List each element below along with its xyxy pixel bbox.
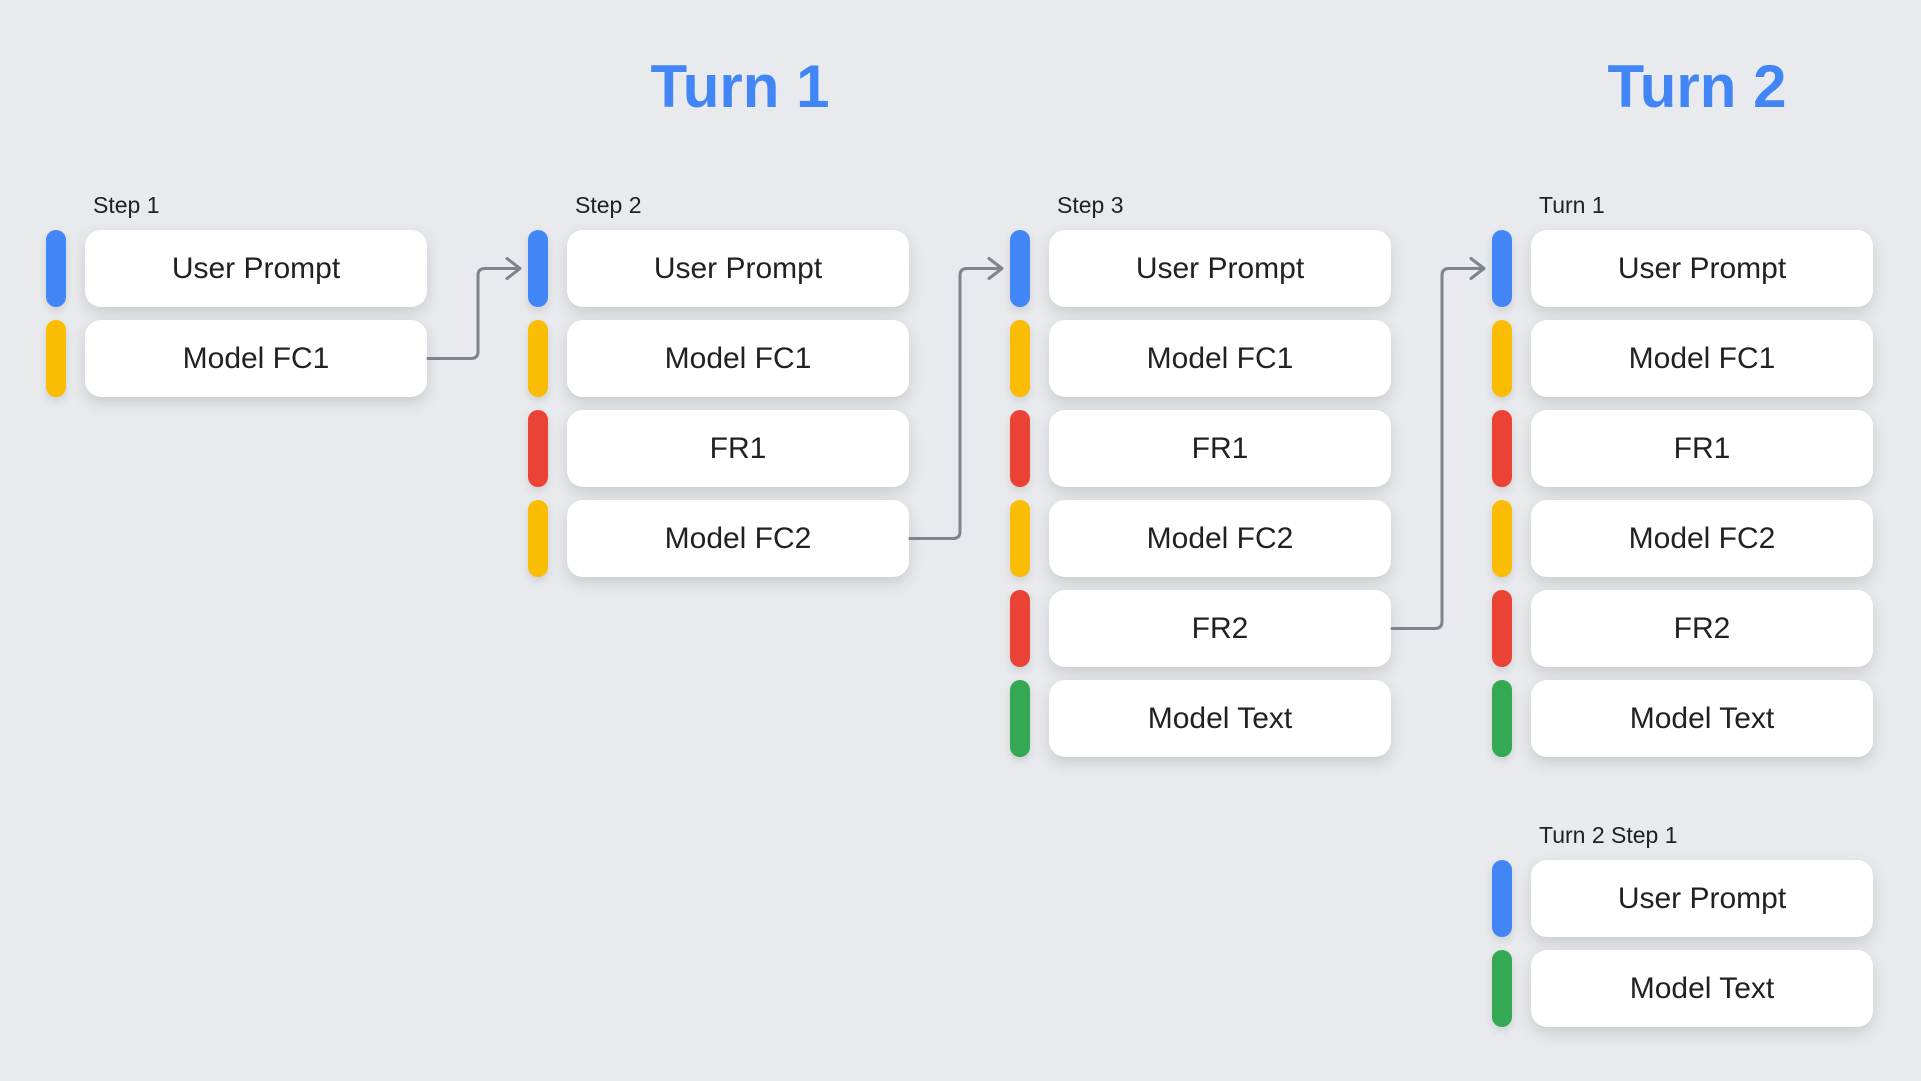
card-box: Model FC2 — [1049, 500, 1391, 577]
card-user-prompt: User Prompt — [46, 230, 427, 307]
card-model-fc1: Model FC1 — [1010, 320, 1391, 397]
card-fr2: FR2 — [1010, 590, 1391, 667]
card-label: Model FC2 — [1628, 521, 1776, 555]
blue-role-bar — [1010, 230, 1030, 307]
card-label: Model FC1 — [1146, 341, 1294, 375]
card-box: User Prompt — [567, 230, 909, 307]
yellow-role-bar — [1492, 320, 1512, 397]
column-label: Step 2 — [575, 192, 642, 218]
card-model-fc1: Model FC1 — [46, 320, 427, 397]
card-box: Model Text — [1531, 950, 1873, 1027]
yellow-role-bar — [1492, 500, 1512, 577]
card-label: User Prompt — [1617, 881, 1787, 915]
yellow-role-bar — [1010, 500, 1030, 577]
blue-role-bar — [1492, 860, 1512, 937]
card-model-fc2: Model FC2 — [1492, 500, 1873, 577]
card-user-prompt: User Prompt — [1010, 230, 1391, 307]
card-box: User Prompt — [85, 230, 427, 307]
card-label: FR2 — [1673, 611, 1731, 645]
red-role-bar — [1010, 410, 1030, 487]
connector-elbow-1 — [908, 267, 1000, 540]
card-model-text: Model Text — [1492, 680, 1873, 757]
card-fr2: FR2 — [1492, 590, 1873, 667]
card-label: User Prompt — [1617, 251, 1787, 285]
card-box: Model FC1 — [1531, 320, 1873, 397]
column-label: Turn 2 Step 1 — [1539, 822, 1678, 848]
card-user-prompt: User Prompt — [1492, 230, 1873, 307]
card-box: User Prompt — [1531, 860, 1873, 937]
arrowhead-icon — [987, 257, 1004, 280]
turn-1-heading: Turn 1 — [650, 53, 830, 120]
column-label: Step 3 — [1057, 192, 1124, 218]
green-role-bar — [1492, 680, 1512, 757]
card-label: FR1 — [709, 431, 767, 465]
card-label: Model FC2 — [664, 521, 812, 555]
card-model-fc2: Model FC2 — [528, 500, 909, 577]
card-user-prompt: User Prompt — [1492, 860, 1873, 937]
column-label: Step 1 — [93, 192, 160, 218]
red-role-bar — [1492, 590, 1512, 667]
card-label: FR1 — [1191, 431, 1249, 465]
card-box: FR2 — [1049, 590, 1391, 667]
connector-elbow-0 — [426, 267, 518, 360]
arrowhead-icon — [1469, 257, 1486, 280]
column-label: Turn 1 — [1539, 192, 1605, 218]
card-fr1: FR1 — [528, 410, 909, 487]
card-model-fc1: Model FC1 — [528, 320, 909, 397]
card-box: User Prompt — [1531, 230, 1873, 307]
card-model-text: Model Text — [1010, 680, 1391, 757]
blue-role-bar — [1492, 230, 1512, 307]
red-role-bar — [1492, 410, 1512, 487]
card-box: User Prompt — [1049, 230, 1391, 307]
card-label: Model Text — [1147, 701, 1293, 735]
connector-elbow-2 — [1390, 267, 1482, 630]
card-label: FR2 — [1191, 611, 1249, 645]
red-role-bar — [1010, 590, 1030, 667]
card-label: Model Text — [1629, 971, 1775, 1005]
card-fr1: FR1 — [1492, 410, 1873, 487]
green-role-bar — [1492, 950, 1512, 1027]
card-box: FR2 — [1531, 590, 1873, 667]
yellow-role-bar — [528, 320, 548, 397]
card-box: Model FC1 — [1049, 320, 1391, 397]
card-box: Model FC1 — [85, 320, 427, 397]
card-label: User Prompt — [1135, 251, 1305, 285]
yellow-role-bar — [1010, 320, 1030, 397]
card-box: Model FC1 — [567, 320, 909, 397]
blue-role-bar — [528, 230, 548, 307]
card-model-text: Model Text — [1492, 950, 1873, 1027]
green-role-bar — [1010, 680, 1030, 757]
card-model-fc1: Model FC1 — [1492, 320, 1873, 397]
card-box: Model FC2 — [1531, 500, 1873, 577]
blue-role-bar — [46, 230, 66, 307]
card-label: User Prompt — [653, 251, 823, 285]
card-box: Model Text — [1531, 680, 1873, 757]
turn-2-heading: Turn 2 — [1607, 53, 1787, 120]
card-fr1: FR1 — [1010, 410, 1391, 487]
card-box: Model FC2 — [567, 500, 909, 577]
card-label: Model FC2 — [1146, 521, 1294, 555]
card-box: FR1 — [567, 410, 909, 487]
red-role-bar — [528, 410, 548, 487]
card-label: Model FC1 — [182, 341, 330, 375]
card-label: Model FC1 — [664, 341, 812, 375]
arrowhead-icon — [505, 257, 522, 280]
card-label: User Prompt — [171, 251, 341, 285]
card-label: Model FC1 — [1628, 341, 1776, 375]
card-label: Model Text — [1629, 701, 1775, 735]
card-model-fc2: Model FC2 — [1010, 500, 1391, 577]
card-box: Model Text — [1049, 680, 1391, 757]
card-box: FR1 — [1049, 410, 1391, 487]
yellow-role-bar — [46, 320, 66, 397]
card-box: FR1 — [1531, 410, 1873, 487]
card-label: FR1 — [1673, 431, 1731, 465]
yellow-role-bar — [528, 500, 548, 577]
card-user-prompt: User Prompt — [528, 230, 909, 307]
